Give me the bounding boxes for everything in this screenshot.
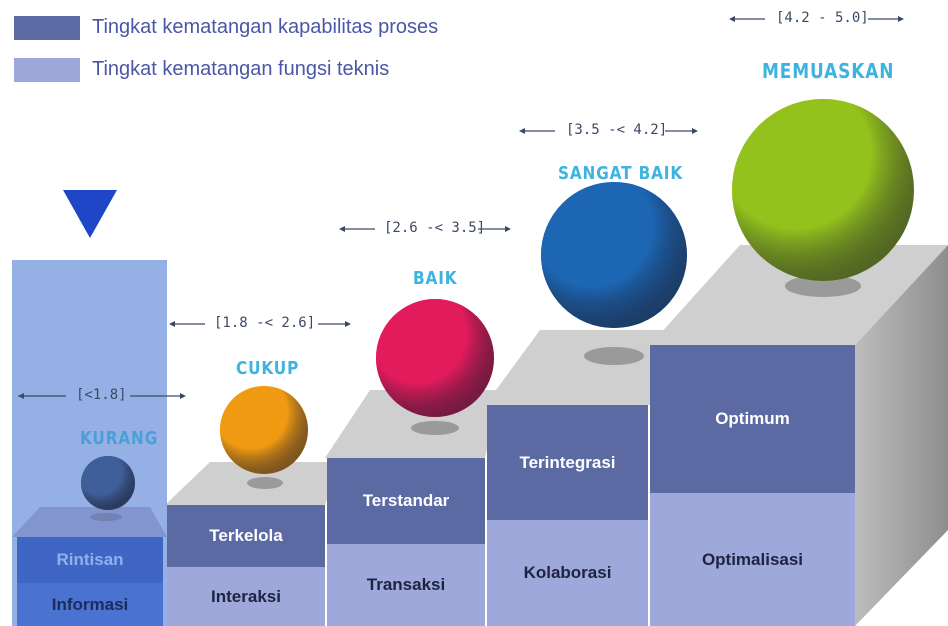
- level-label-cukup: CUKUP: [236, 358, 300, 379]
- sphere-shading: [541, 182, 687, 328]
- sphere-shading: [81, 456, 135, 510]
- legend-swatch-process: [14, 16, 80, 40]
- legend-label-technical: Tingkat kematangan fungsi teknis: [92, 58, 390, 80]
- legend-label-process: Tingkat kematangan kapabilitas proses: [92, 16, 439, 38]
- process-block-terintegrasi: Terintegrasi: [487, 405, 648, 520]
- sphere-shadow: [584, 347, 644, 365]
- sphere-shading: [732, 99, 914, 281]
- process-block-rintisan: Rintisan: [17, 537, 163, 583]
- level-label-memuaskan: MEMUASKAN: [762, 59, 895, 83]
- sphere-shadow: [247, 477, 283, 489]
- step-top-4: [650, 245, 948, 345]
- sphere-shadow: [411, 421, 459, 435]
- process-block-terstandar: Terstandar: [327, 458, 485, 544]
- sphere-shading: [220, 386, 308, 474]
- range-label-cukup: [1.8 -< 2.6]: [214, 315, 316, 331]
- process-block-terkelola: Terkelola: [167, 505, 325, 567]
- step-top-3: [485, 330, 665, 405]
- staircase-side-face: [855, 245, 948, 626]
- legend-swatch-technical: [14, 58, 80, 82]
- range-label-baik: [2.6 -< 3.5]: [384, 220, 486, 236]
- range-label-sangat-baik: [3.5 -< 4.2]: [566, 122, 668, 138]
- current-level-arrow-icon: [63, 190, 117, 238]
- sphere-shadow: [785, 275, 861, 297]
- level-label-kurang: KURANG: [80, 428, 159, 449]
- technical-block-optimalisasi: Optimalisasi: [650, 493, 855, 626]
- technical-block-kolaborasi: Kolaborasi: [487, 520, 648, 626]
- range-label-kurang: [<1.8]: [76, 387, 127, 403]
- technical-block-informasi: Informasi: [17, 583, 163, 626]
- process-block-optimum: Optimum: [650, 345, 855, 493]
- step-top-0: [12, 507, 167, 537]
- level-label-baik: BAIK: [413, 268, 458, 289]
- technical-block-interaksi: Interaksi: [167, 567, 325, 626]
- range-label-memuaskan: [4.2 - 5.0]: [776, 10, 869, 26]
- level-label-sangat-baik: SANGAT BAIK: [558, 163, 684, 184]
- technical-block-transaksi: Transaksi: [327, 544, 485, 626]
- sphere-shading: [376, 299, 494, 417]
- sphere-shadow: [90, 513, 122, 521]
